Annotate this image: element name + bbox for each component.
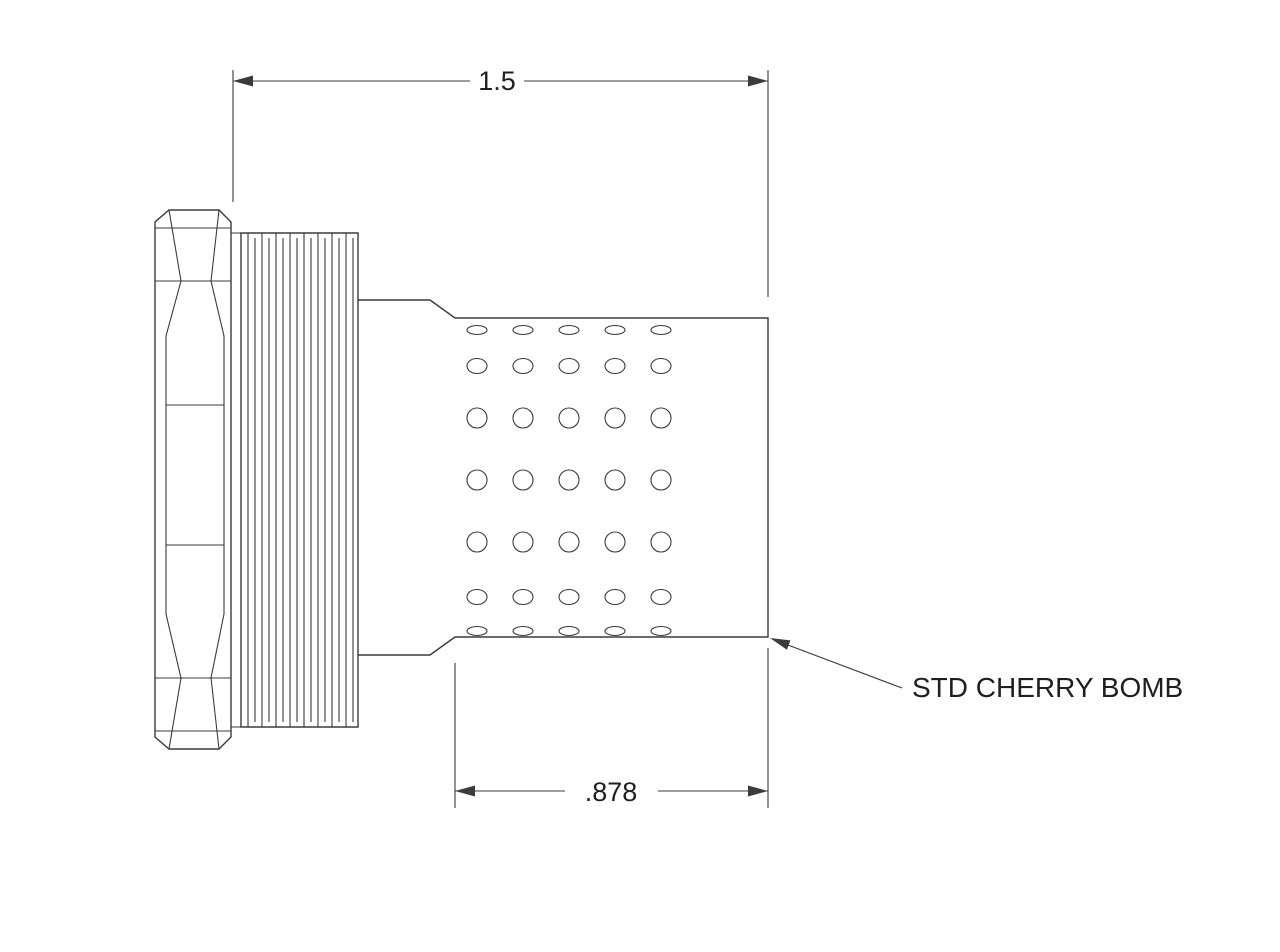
perforation-hole <box>604 324 626 336</box>
perforated-tube <box>358 299 769 656</box>
perforation-hole <box>650 588 672 606</box>
perforation-hole <box>466 531 488 553</box>
perforation-hole <box>512 588 534 606</box>
perforation-hole <box>558 324 580 336</box>
perforation-hole <box>512 469 534 491</box>
perforation-hole <box>650 625 672 637</box>
hex-flange <box>154 209 232 750</box>
perforation-hole <box>466 625 488 637</box>
perforation-hole <box>604 625 626 637</box>
dimension-arrow-left <box>455 785 475 797</box>
perforation-hole <box>604 588 626 606</box>
perforation-hole <box>558 625 580 637</box>
overall-length-value: 1.5 <box>478 66 516 96</box>
perforation-hole <box>604 531 626 553</box>
threaded-section <box>231 232 359 728</box>
perforation-hole <box>466 588 488 606</box>
perforation-hole <box>466 407 488 429</box>
perforation-hole <box>604 407 626 429</box>
thread-crest-lines <box>247 233 354 727</box>
perforation-hole <box>650 407 672 429</box>
perforation-hole <box>650 469 672 491</box>
perforation-hole <box>650 531 672 553</box>
perforation-hole <box>558 588 580 606</box>
perforation-hole <box>604 357 626 375</box>
perforation-hole <box>466 469 488 491</box>
perforation-hole <box>650 324 672 336</box>
top-dimension: 1.5 <box>232 66 769 297</box>
perforation-hole <box>466 357 488 375</box>
bottom-dimension: .878 <box>454 648 769 808</box>
hex-corner-diagonals <box>168 209 220 750</box>
perforation-hole <box>558 357 580 375</box>
dimension-arrow-left <box>233 75 253 87</box>
perforation-hole <box>558 531 580 553</box>
leader-line <box>771 638 903 689</box>
perforation-hole <box>558 469 580 491</box>
perforation-hole <box>512 407 534 429</box>
perforation-hole <box>650 357 672 375</box>
leader-arrowhead <box>770 638 791 650</box>
part-callout-label: STD CHERRY BOMB <box>912 672 1183 703</box>
perforation-hole <box>558 407 580 429</box>
dimension-arrow-right <box>748 785 768 797</box>
leader-callout: STD CHERRY BOMB <box>770 638 1183 703</box>
thread-boundary <box>240 232 359 728</box>
perforation-hole <box>512 625 534 637</box>
hex-to-thread-connectors <box>231 232 241 728</box>
dimension-arrow-right <box>748 75 768 87</box>
perforation-hole <box>604 469 626 491</box>
perforated-length-value: .878 <box>585 777 638 807</box>
hex-facet-mid-lines <box>166 404 224 546</box>
hex-facet-barrel <box>165 280 225 679</box>
perforation-hole <box>512 531 534 553</box>
perforation-hole <box>512 357 534 375</box>
perforation-hole <box>466 324 488 336</box>
tube-outline <box>358 299 769 656</box>
holes-grid <box>466 324 672 637</box>
perforation-hole <box>512 324 534 336</box>
